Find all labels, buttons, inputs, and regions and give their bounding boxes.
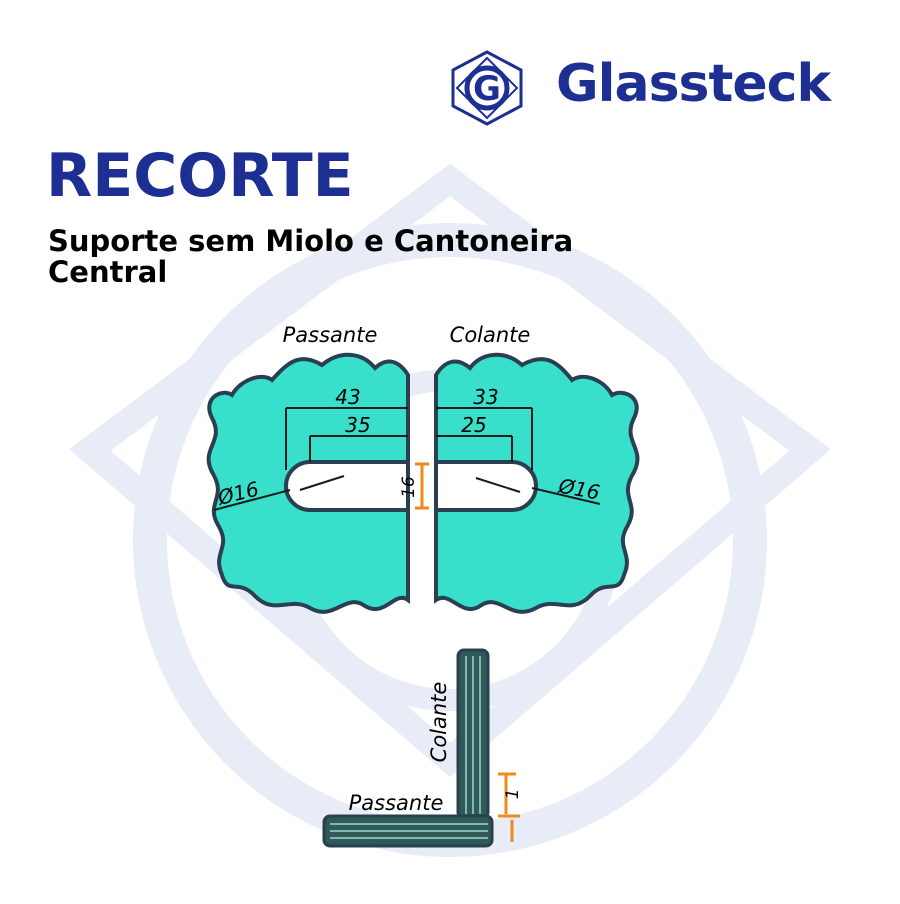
- brand-name: Glassteck: [556, 54, 831, 114]
- brand-logo-icon: G: [451, 50, 523, 126]
- subtitle-line-1: Suporte sem Miolo e Cantoneira: [48, 224, 574, 258]
- page-title: RECORTE: [46, 141, 354, 211]
- left-dim-outer: 43: [335, 385, 360, 409]
- dimension-lines-right: [436, 407, 601, 505]
- right-dim-inner: 25: [461, 413, 486, 437]
- slot-passante: [284, 460, 410, 512]
- page-subtitle: Suporte sem Miolo e Cantoneira Central: [48, 226, 748, 288]
- angle-gap-label: 1: [503, 789, 523, 800]
- label-colante: Colante: [450, 323, 531, 347]
- angle-vertical-label: Colante: [427, 682, 451, 763]
- slot-colante: [434, 460, 538, 512]
- gap-height-label: 16: [399, 476, 419, 498]
- left-dim-inner: 35: [345, 413, 370, 437]
- angle-horizontal-glass: [322, 814, 494, 848]
- right-dim-outer: 33: [473, 385, 498, 409]
- logo-letter: G: [473, 69, 501, 109]
- label-passante: Passante: [283, 323, 378, 347]
- subtitle-line-2: Central: [48, 255, 168, 289]
- gap-dimension-marker: [415, 462, 429, 510]
- angle-horizontal-label: Passante: [349, 791, 444, 815]
- dimension-lines-left: [213, 407, 408, 511]
- angle-vertical-glass: [456, 648, 490, 820]
- angle-gap-marker: [498, 772, 520, 842]
